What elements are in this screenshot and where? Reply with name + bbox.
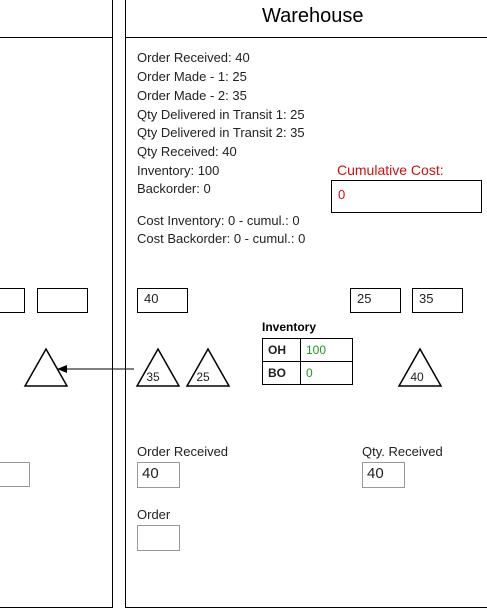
inventory-title: Inventory — [262, 320, 317, 334]
incoming-order-box: 40 — [137, 288, 188, 313]
stat-qty-transit-2: Qty Delivered in Transit 2: 35 — [137, 125, 305, 140]
order-received-label: Order Received — [137, 444, 229, 459]
stat-backorder: Backorder: 0 — [137, 181, 211, 196]
left-panel-triangle — [23, 347, 69, 387]
order-made-box-2: 35 — [412, 288, 463, 313]
order-made-box-1: 25 — [350, 288, 401, 313]
warehouse-header-line — [126, 37, 487, 38]
stat-order-made-2: Order Made - 2: 35 — [137, 88, 247, 103]
qty-received-field: 40 — [362, 462, 405, 488]
left-panel-header-line — [0, 37, 112, 38]
stat-order-received: Order Received: 40 — [137, 50, 250, 65]
order-label: Order — [137, 507, 171, 522]
stat-cost-backorder: Cost Backorder: 0 - cumul.: 0 — [137, 231, 306, 246]
stat-cost-inventory: Cost Inventory: 0 - cumul.: 0 — [137, 213, 300, 228]
stat-inventory: Inventory: 100 — [137, 163, 220, 178]
transit-triangle-1-label: 35 — [146, 370, 160, 384]
shipment-arrow — [57, 365, 134, 373]
stat-qty-received: Qty Received: 40 — [137, 144, 237, 159]
inventory-value: 100 — [300, 338, 353, 362]
order-input[interactable] — [137, 525, 180, 551]
transit-triangle-2 — [185, 347, 231, 387]
cumulative-cost-value: 0 — [331, 180, 482, 213]
transit-triangle-1 — [135, 347, 181, 387]
inventory-value: 0 — [300, 361, 353, 385]
inventory-row-oh: OH 100 — [262, 338, 353, 362]
stat-order-made-1: Order Made - 1: 25 — [137, 69, 247, 84]
qty-received-label: Qty. Received — [362, 444, 443, 459]
inventory-key: BO — [262, 361, 301, 385]
left-panel-box-2 — [37, 288, 88, 313]
receiving-triangle — [397, 347, 443, 387]
inventory-key: OH — [262, 338, 301, 362]
warehouse-title: Warehouse — [262, 5, 364, 27]
left-panel-input[interactable] — [0, 462, 30, 487]
inventory-table: OH 100 BO 0 — [262, 338, 353, 385]
cumulative-cost-label: Cumulative Cost: — [337, 162, 444, 178]
left-panel-box-1 — [0, 288, 25, 313]
transit-triangle-2-label: 25 — [196, 370, 210, 384]
inventory-row-bo: BO 0 — [262, 361, 353, 385]
stat-qty-transit-1: Qty Delivered in Transit 1: 25 — [137, 107, 305, 122]
order-received-field: 40 — [137, 462, 180, 488]
receiving-triangle-label: 40 — [410, 370, 424, 384]
